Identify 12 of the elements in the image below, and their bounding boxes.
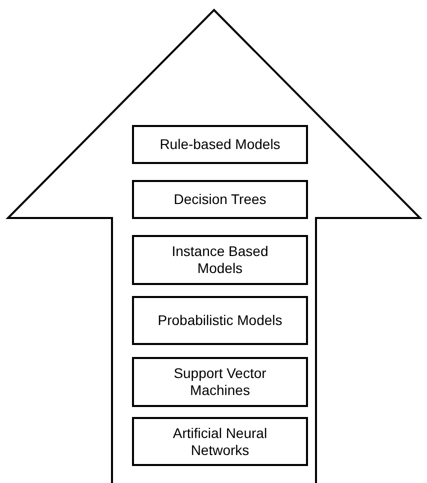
category-box <box>132 357 308 407</box>
category-label: Rule-based Models <box>158 136 282 153</box>
category-label: Decision Trees <box>172 191 268 208</box>
category-label: Artificial Neural Networks <box>172 424 268 458</box>
category-box <box>132 417 308 466</box>
category-label: Instance Based Models <box>170 243 270 277</box>
category-box <box>132 180 308 219</box>
category-box <box>132 125 308 164</box>
category-box <box>132 296 308 345</box>
category-box <box>132 235 308 285</box>
category-label: Probabilistic Models <box>156 312 284 329</box>
category-label: Support Vector Machines <box>172 365 268 399</box>
